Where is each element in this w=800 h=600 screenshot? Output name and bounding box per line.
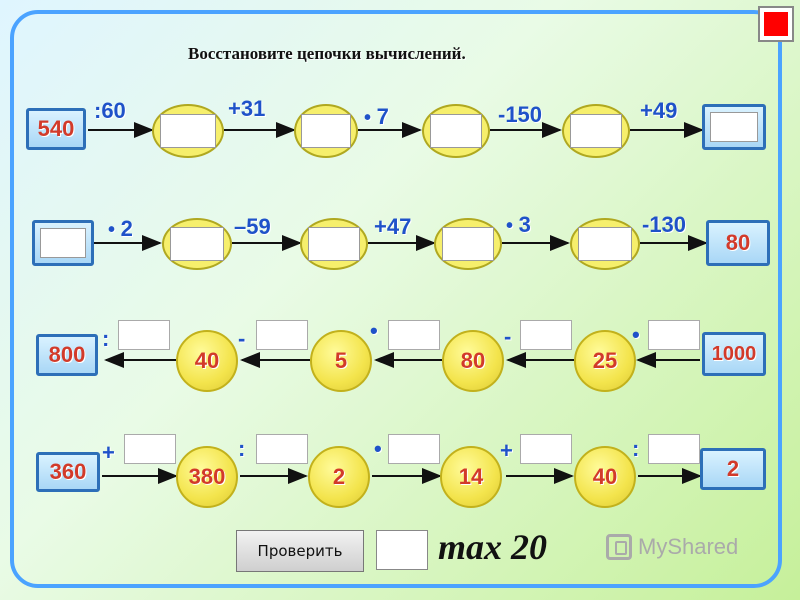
start-input-box [32, 220, 94, 266]
answer-input[interactable] [442, 227, 494, 261]
answer-oval [162, 218, 232, 270]
page-title: Восстановите цепочки вычислений. [188, 44, 466, 63]
operation-label: • [374, 436, 382, 461]
operation-label: + [500, 438, 513, 463]
operation-label: +31 [228, 96, 266, 121]
close-button[interactable] [758, 6, 794, 42]
operation-label: - [504, 324, 512, 349]
answer-input[interactable] [578, 227, 632, 261]
operation-input[interactable] [256, 434, 308, 464]
answer-input[interactable] [570, 114, 622, 148]
answer-oval [294, 104, 358, 158]
value-circle: 80 [442, 330, 504, 392]
start-value-box: 360 [36, 452, 100, 492]
answer-oval [422, 104, 490, 158]
value-circle: 2 [308, 446, 370, 508]
answer-oval [570, 218, 640, 270]
operation-label: • [632, 322, 640, 347]
answer-input[interactable] [709, 112, 759, 142]
brand-name: MyShared [638, 534, 739, 559]
answer-input[interactable] [160, 114, 216, 148]
operation-input[interactable] [648, 434, 700, 464]
operation-label: +49 [640, 98, 678, 123]
operation-label: +47 [374, 214, 412, 239]
check-button[interactable]: Проверить [236, 530, 364, 572]
answer-oval [434, 218, 502, 270]
start-value-box: 540 [26, 108, 86, 150]
operation-label: :60 [94, 98, 126, 123]
answer-input[interactable] [39, 228, 87, 258]
value-circle: 14 [440, 446, 502, 508]
presentation-icon [606, 534, 632, 560]
operation-value: 2 [120, 216, 133, 241]
answer-input[interactable] [170, 227, 224, 261]
answer-input[interactable] [308, 227, 360, 261]
result-box [702, 104, 766, 150]
score-box [376, 530, 428, 570]
end-value-box: 800 [36, 334, 98, 376]
operation-input[interactable] [388, 434, 440, 464]
operation-label: • 3 [506, 212, 531, 237]
value-circle: 5 [310, 330, 372, 392]
operation-value: 3 [518, 212, 531, 237]
slide-frame [10, 10, 782, 588]
operation-input[interactable] [520, 434, 572, 464]
red-square-icon [764, 12, 788, 36]
answer-oval [562, 104, 630, 158]
operation-label: • 2 [108, 216, 133, 241]
operation-input[interactable] [388, 320, 440, 350]
operation-label: - [238, 326, 246, 351]
operation-value: 7 [376, 104, 389, 129]
start-value-box: 1000 [702, 332, 766, 376]
operation-input[interactable] [256, 320, 308, 350]
value-circle: 380 [176, 446, 238, 508]
operation-label: : [238, 436, 246, 461]
brand-logo: MyShared [606, 534, 738, 560]
end-value-box: 2 [700, 448, 766, 490]
answer-input[interactable] [430, 114, 482, 148]
operation-label: -130 [642, 212, 687, 237]
value-circle: 40 [176, 330, 238, 392]
value-circle: 25 [574, 330, 636, 392]
max-score-label: max 20 [438, 527, 548, 567]
operation-input[interactable] [124, 434, 176, 464]
value-circle: 40 [574, 446, 636, 508]
operation-input[interactable] [520, 320, 572, 350]
operation-input[interactable] [118, 320, 170, 350]
operation-label: • [370, 318, 378, 343]
answer-input[interactable] [301, 114, 351, 148]
answer-oval [300, 218, 368, 270]
operation-label: -150 [498, 102, 543, 127]
operation-input[interactable] [648, 320, 700, 350]
operation-label: • 7 [364, 104, 389, 129]
operation-label: + [102, 440, 115, 465]
operation-label: : [632, 436, 640, 461]
operation-label: : [102, 326, 110, 351]
end-value-box: 80 [706, 220, 770, 266]
operation-label: –59 [234, 214, 271, 239]
answer-oval [152, 104, 224, 158]
